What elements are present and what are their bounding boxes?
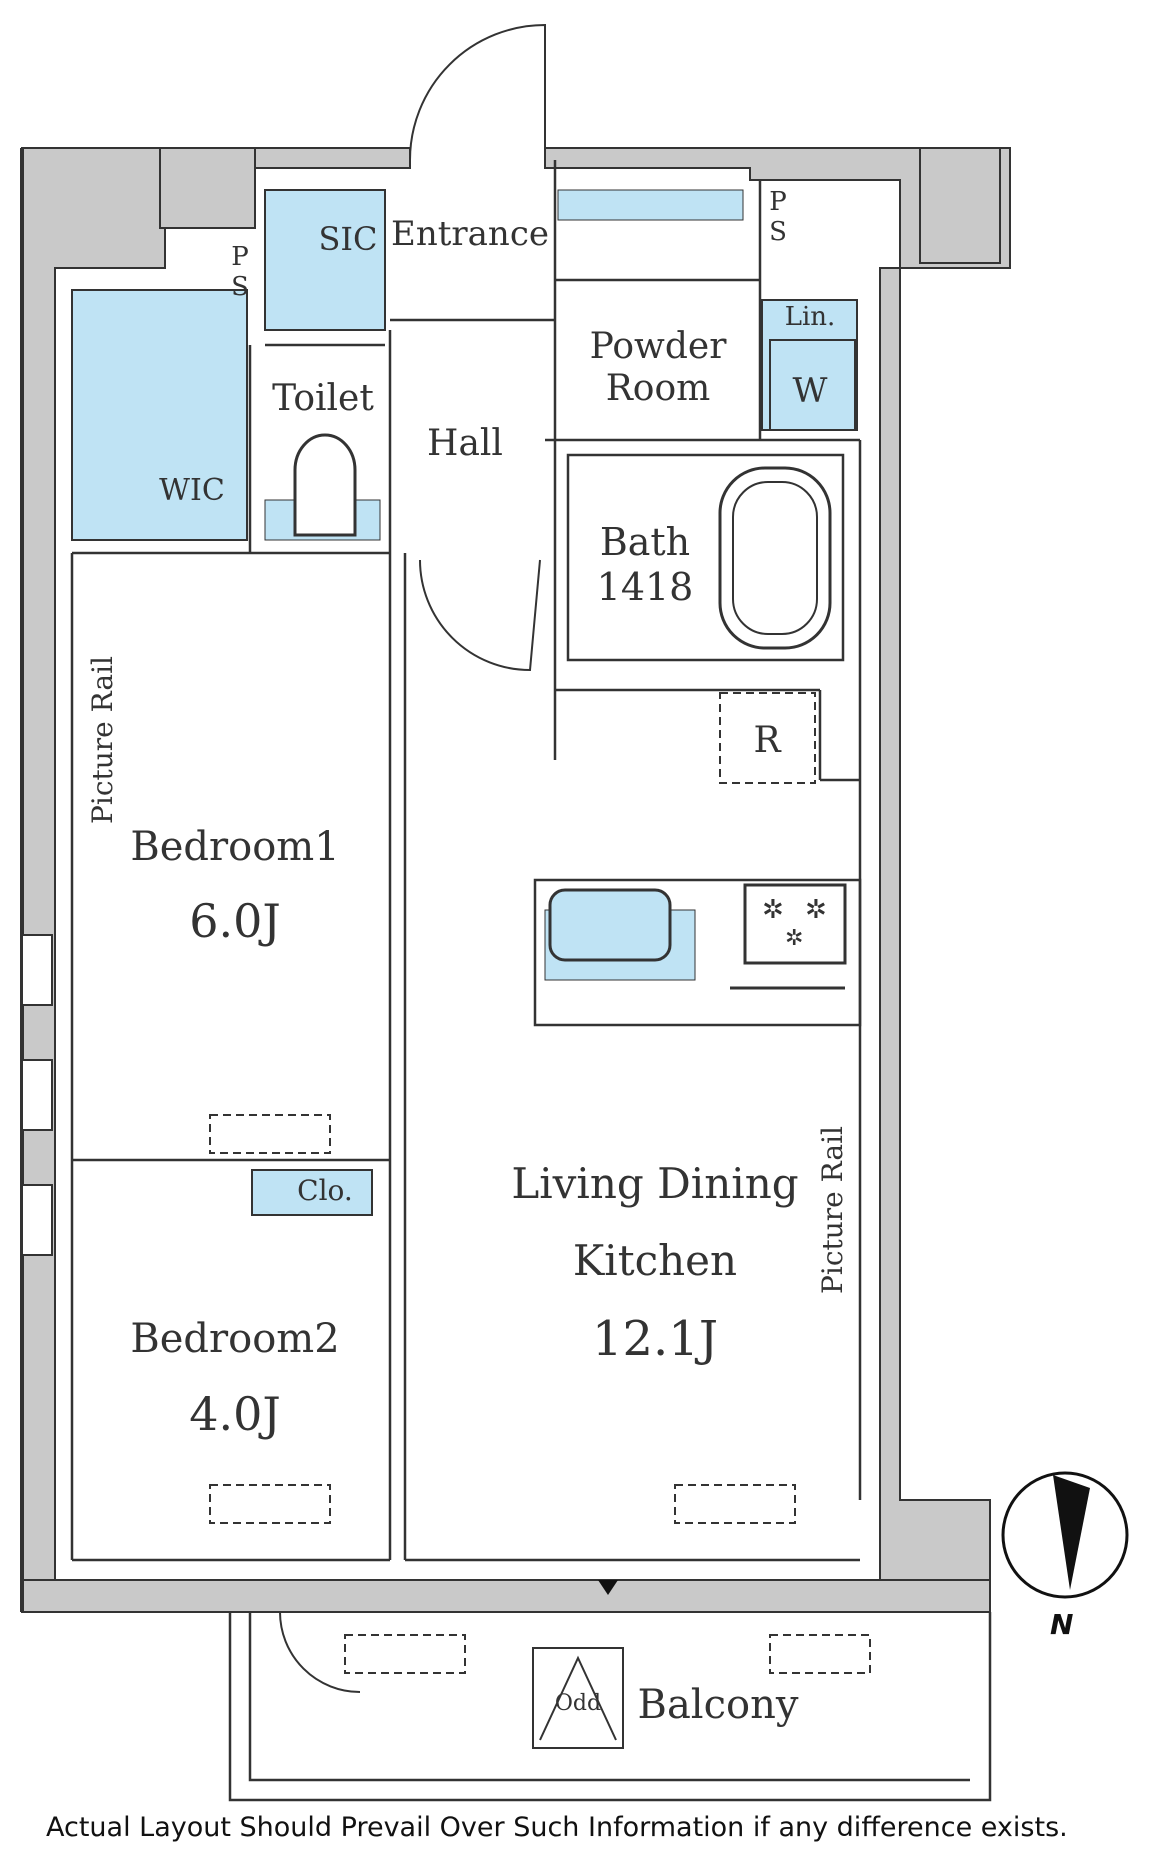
windows-left (21, 934, 53, 1256)
label-picture-rail-left: Picture Rail (86, 656, 119, 824)
wic-area (71, 289, 248, 541)
svg-text:✲: ✲ (785, 926, 803, 951)
label-bedroom2-size: 4.0J (189, 1387, 281, 1441)
label-wic: WIC (159, 473, 225, 508)
label-w: W (793, 371, 828, 411)
label-sic: SIC (318, 220, 377, 258)
outer-wall-top-right (544, 147, 1011, 269)
label-odd: Odd (555, 1691, 601, 1716)
burners: ✲ ✲ ✲ (762, 895, 827, 951)
odd-box (532, 1647, 624, 1749)
label-ldk-line2: Kitchen (573, 1236, 737, 1285)
label-powder-line1: Powder (590, 326, 728, 367)
kitchen-sink (548, 888, 672, 962)
column-top-right (919, 147, 1001, 264)
toilet-bowl (293, 433, 357, 537)
powder-counter (557, 189, 744, 221)
label-powder-line2: Room (606, 368, 711, 409)
odd-triangle (539, 1655, 617, 1741)
entry-arrow-icon (598, 1580, 618, 1595)
label-lin: Lin. (785, 302, 836, 332)
hall-door (419, 559, 541, 672)
compass-needle-icon (1053, 1475, 1090, 1590)
label-ldk-line1: Living Dining (511, 1159, 798, 1208)
washer (769, 339, 856, 431)
refrigerator-space (719, 692, 816, 784)
label-entrance: Entrance (391, 214, 549, 254)
stove (743, 883, 847, 965)
label-bath: Bath (600, 520, 690, 564)
compass-label: N (1050, 1608, 1073, 1641)
label-hall: Hall (427, 423, 503, 464)
washer-area (761, 299, 858, 431)
bathtub-inner (732, 481, 818, 635)
column-top-left (159, 147, 256, 229)
balcony-door (279, 1611, 361, 1693)
label-toilet: Toilet (272, 378, 374, 419)
label-bedroom1-size: 6.0J (189, 894, 281, 948)
label-picture-rail-right: Picture Rail (816, 1126, 849, 1294)
entrance-door (409, 23, 546, 161)
bathtub (718, 466, 832, 650)
label-bath-size: 1418 (597, 565, 694, 609)
outer-wall-bottom (21, 1579, 991, 1613)
closet-area (251, 1169, 373, 1216)
svg-text:✲: ✲ (805, 895, 827, 925)
caption-text: Actual Layout Should Prevail Over Such I… (46, 1812, 1068, 1843)
ac-units (209, 1114, 871, 1674)
label-balcony: Balcony (638, 1682, 799, 1728)
label-ldk-size: 12.1J (592, 1311, 718, 1367)
label-bedroom2: Bedroom2 (130, 1316, 339, 1362)
interior-walls (70, 160, 992, 1802)
sic-area (264, 189, 386, 331)
outer-wall-right (879, 267, 991, 1581)
label-r: R (753, 720, 781, 761)
label-bedroom1: Bedroom1 (130, 824, 339, 870)
svg-text:✲: ✲ (762, 895, 784, 925)
label-clo: Clo. (297, 1174, 353, 1207)
